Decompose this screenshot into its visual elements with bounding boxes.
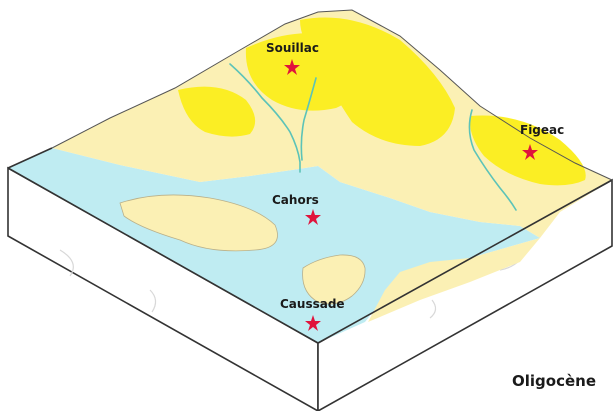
cahors-star-icon	[305, 209, 321, 225]
town-label-figeac: Figeac	[520, 123, 564, 137]
island-west	[119, 194, 278, 252]
southern-land	[368, 238, 540, 322]
figeac-star-icon	[522, 144, 538, 160]
town-label-cahors: Cahors	[272, 193, 319, 207]
town-label-caussade: Caussade	[280, 297, 345, 311]
river-souillac-east	[300, 77, 317, 161]
land-surface	[52, 10, 612, 238]
souillac-star-icon	[284, 59, 300, 75]
town-label-souillac: Souillac	[266, 41, 319, 55]
relief-west	[178, 86, 256, 137]
oligocene-lake	[8, 148, 540, 343]
rivers	[229, 63, 517, 211]
caussade-star-icon	[305, 315, 321, 331]
block-sketch-strokes	[59, 249, 521, 319]
river-souillac-west	[229, 63, 301, 173]
river-figeac	[468, 109, 517, 211]
block-top-outline	[7, 147, 613, 344]
relief-north	[300, 17, 455, 146]
land-outline	[51, 9, 613, 181]
period-title: Oligocène	[512, 372, 596, 390]
island-south	[302, 254, 366, 305]
